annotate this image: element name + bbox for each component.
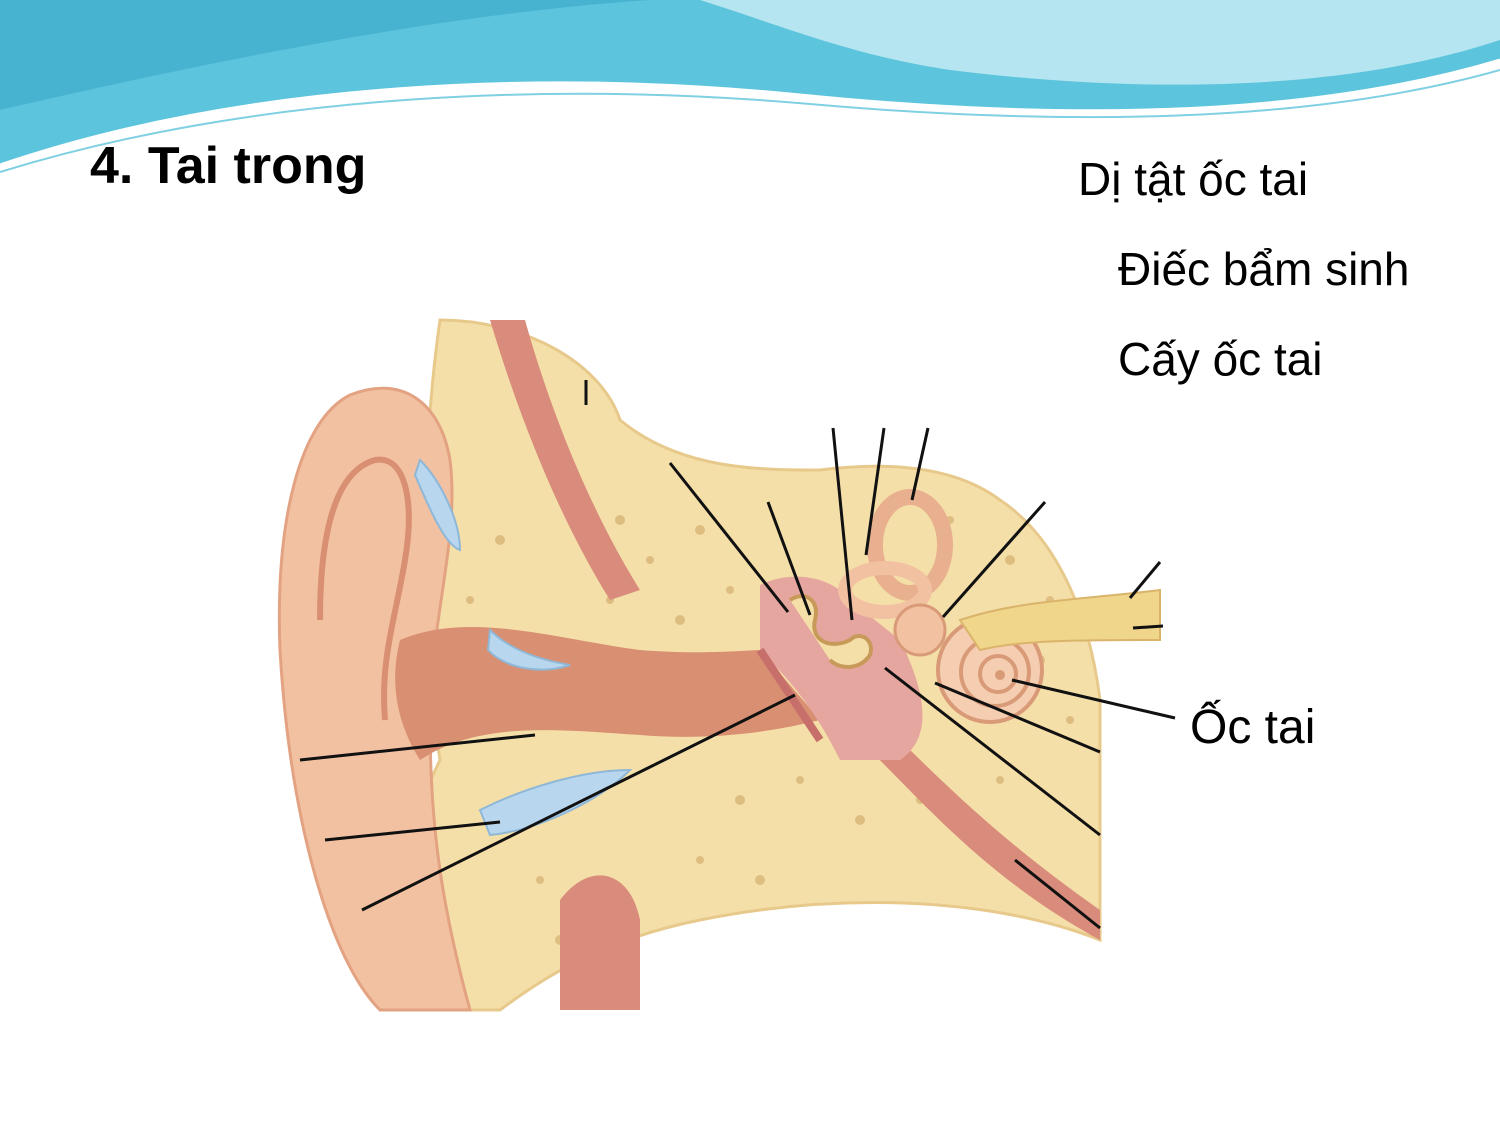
lower-muscle — [560, 875, 640, 1010]
muscle-band — [490, 320, 640, 600]
leader-line — [884, 666, 1101, 837]
leader-line — [766, 501, 812, 616]
semicircular-canal-2 — [838, 561, 932, 619]
auditory-nerve — [958, 588, 1161, 652]
cochlea-label: Ốc tai — [1190, 701, 1316, 754]
bullet-item: Cấy ốc tai — [1118, 333, 1323, 385]
vestibule — [893, 603, 947, 657]
semicircular-canal-1 — [867, 489, 953, 601]
header-wave-decoration — [0, 0, 1500, 173]
leader-line — [668, 462, 790, 613]
leader-line — [831, 427, 854, 621]
leader-line — [324, 820, 501, 842]
leader-line — [941, 501, 1047, 618]
leader-line — [1128, 561, 1162, 599]
bullet-item: Dị tật ốc tai — [1078, 153, 1309, 205]
slide-title: 4. Tai trong — [90, 137, 367, 195]
leader-line — [1011, 678, 1176, 720]
leader-line — [910, 427, 930, 501]
bullet-list-panel — [1062, 140, 1500, 410]
leader-line — [864, 427, 886, 556]
leader-lines — [299, 380, 1176, 930]
bullet-item: Điếc bẩm sinh — [1118, 243, 1410, 295]
fluid-sac-upper — [413, 458, 462, 552]
eardrum — [756, 647, 824, 743]
eustachian-tube — [860, 720, 1100, 940]
leader-line — [361, 693, 796, 912]
leader-line — [934, 681, 1101, 754]
leader-line — [299, 733, 536, 762]
auricle-inner-fold — [317, 456, 412, 721]
leader-line — [1014, 858, 1101, 930]
leader-line — [1132, 624, 1164, 630]
fluid-sac-middle — [486, 627, 571, 671]
